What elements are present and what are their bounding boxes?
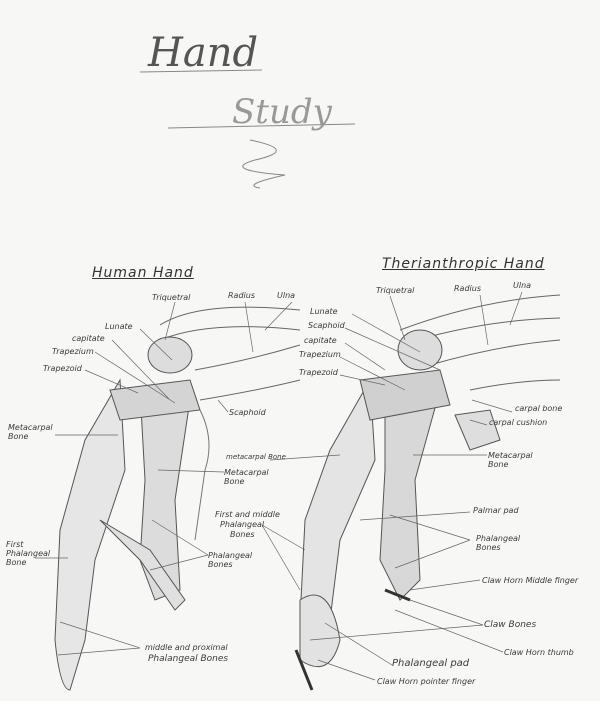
title-underline [139,69,356,189]
label-ulna: Ulna [277,291,296,300]
title-line-2: Study [232,92,332,132]
leader-lines [35,291,523,681]
label-first-phalangeal: First Phalangeal Bone [6,540,51,567]
label-triquetral: Triquetral [152,293,191,302]
label-t-carpal-bone: carpal bone [515,404,563,413]
label-trapezoid: Trapezoid [43,364,82,373]
label-middle-proximal-2: Phalangeal Bones [148,654,229,664]
label-capitate: capitate [72,334,105,343]
label-t-phalangeal-bones: Phalangeal Bones [476,534,521,552]
label-t-scaphoid: Scaphoid [308,321,345,330]
label-lunate: Lunate [105,322,133,331]
label-t-phalangeal-pad: Phalangeal pad [392,658,470,669]
label-middle-proximal-1: middle and proximal [145,643,228,652]
therianthropic-hand-sketch [294,294,561,691]
label-metacarpal-1: Metacarpal Bone [8,423,53,441]
label-t-claw-bones: Claw Bones [484,620,537,630]
label-radius: Radius [228,291,255,300]
label-t-claw-horn-middle: Claw Horn Middle finger [482,576,579,585]
label-t-metacarpal-2: Metacarpal Bone [488,451,533,469]
label-t-claw-horn-pointer: Claw Horn pointer finger [377,677,476,686]
title-line-1: Hand [148,30,259,76]
label-t-first-middle-3: Bones [230,530,255,539]
human-hand-sketch [54,306,301,691]
label-t-first-middle-1: First and middle [215,510,280,519]
label-t-capitate: capitate [304,336,337,345]
label-scaphoid: Scaphoid [229,408,266,417]
label-t-trapezoid: Trapezoid [299,368,338,377]
label-t-metacarpal-1: metacarpal Bone [226,453,286,461]
label-metacarpal-2: Metacarpal Bone [224,468,269,486]
label-t-ulna: Ulna [513,281,532,290]
label-t-radius: Radius [454,284,481,293]
label-t-carpal-cushion: carpal cushion [489,418,548,427]
label-t-palmar-pad: Palmar pad [473,506,519,515]
label-t-lunate: Lunate [310,307,338,316]
label-t-first-middle-2: Phalangeal [220,520,265,529]
label-t-triquetral: Triquetral [376,286,415,295]
therianthropic-hand-heading: Therianthropic Hand [382,256,545,272]
human-hand-heading: Human Hand [92,265,194,281]
label-t-trapezium: Trapezium [299,350,341,359]
label-phalangeal-bones: Phalangeal Bones [208,551,253,569]
label-trapezium: Trapezium [52,347,94,356]
label-t-claw-horn-thumb: Claw Horn thumb [504,648,574,657]
